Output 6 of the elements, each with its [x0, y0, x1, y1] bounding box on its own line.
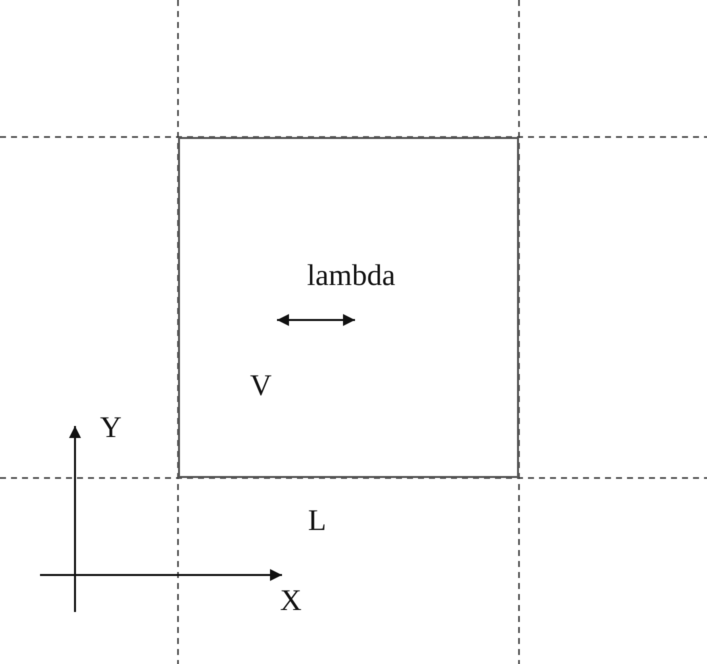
simulation-box	[178, 137, 519, 478]
volume-label: V	[250, 371, 272, 401]
side-length-label: L	[308, 506, 326, 536]
axis-label: X	[280, 586, 302, 616]
lambda-label: lambda	[307, 261, 396, 291]
axis-label: Y	[100, 413, 122, 443]
